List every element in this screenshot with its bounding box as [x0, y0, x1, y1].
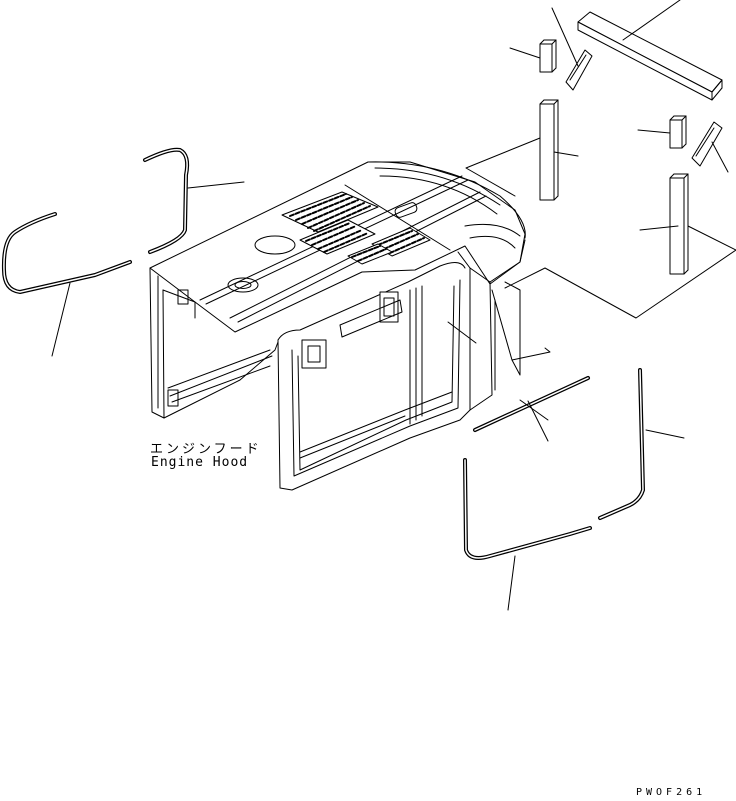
engine-hood: [150, 162, 550, 490]
pad-angled-1: [566, 50, 592, 90]
pad-small-block-1: [540, 40, 556, 72]
hood-louvre-side: [348, 228, 430, 264]
hood-top-panel: [150, 162, 525, 332]
part-label-english: Engine Hood: [151, 455, 249, 470]
hood-left-frame: [150, 268, 278, 418]
drawing-code: PWOF261: [636, 787, 707, 798]
hood-door-frame: [278, 252, 470, 490]
pad-small-block-2: [670, 116, 686, 148]
hood-louvre-lower: [300, 220, 375, 254]
pad-tall-1: [540, 100, 558, 200]
seal-left-upper: [145, 150, 187, 252]
part-label-japanese: エンジンフード: [150, 442, 262, 457]
hood-front-body: [470, 240, 550, 410]
seal-right-lower: [465, 460, 590, 558]
hood-louvre-upper: [282, 192, 378, 232]
seal-right-upper: [600, 370, 643, 518]
seal-left-lower: [4, 214, 130, 292]
leader-lines: [52, 0, 736, 610]
pad-long-bar: [578, 12, 722, 100]
hood-cap-opening: [227, 277, 259, 293]
hood-round-opening: [254, 235, 296, 255]
pad-angled-2: [692, 122, 722, 166]
seal-right-strip: [475, 378, 588, 430]
pad-tall-2: [670, 174, 688, 274]
hood-front-cap: [368, 162, 525, 238]
